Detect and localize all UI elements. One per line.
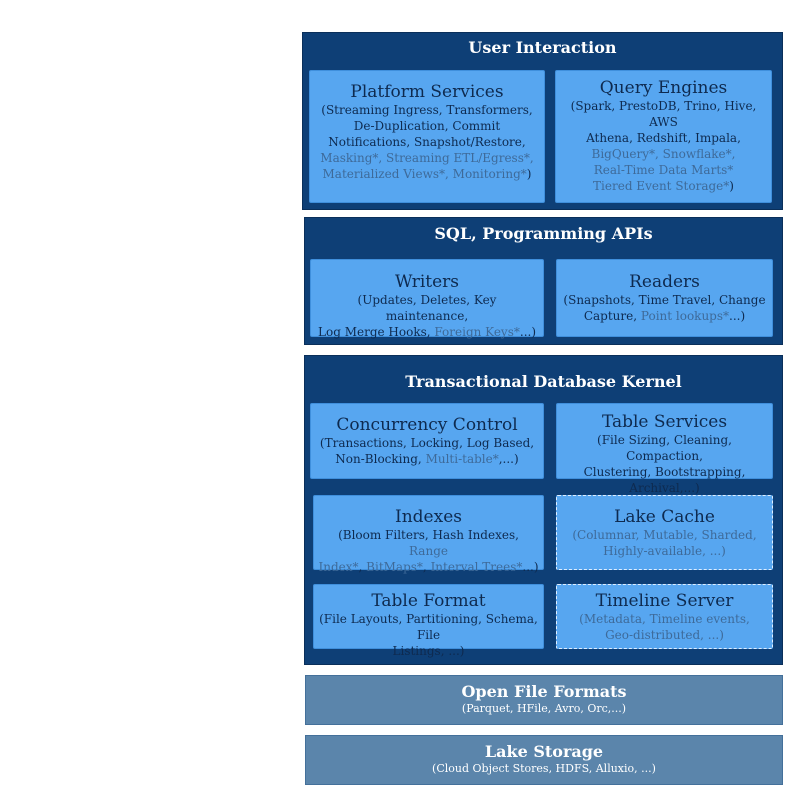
platform-services-desc-3: Notifications, Snapshot/Restore, bbox=[328, 135, 526, 149]
readers-title: Readers bbox=[629, 272, 700, 292]
user-interaction-title: User Interaction bbox=[468, 38, 617, 57]
platform-services-planned-2: Materialized Views*, Monitoring* bbox=[322, 167, 527, 181]
indexes-sep-1: , bbox=[358, 560, 367, 574]
platform-services-desc-2: De-Duplication, Commit bbox=[353, 119, 501, 133]
readers-desc-1: (Snapshots, Time Travel, Change bbox=[563, 293, 766, 307]
indexes-box: Indexes (Bloom Filters, Hash Indexes, Ra… bbox=[313, 495, 544, 574]
query-engines-box: Query Engines (Spark, PrestoDB, Trino, H… bbox=[555, 70, 772, 203]
open-file-formats-layer: Open File Formats (Parquet, HFile, Avro,… bbox=[305, 675, 783, 725]
sql-apis-title: SQL, Programming APIs bbox=[434, 224, 653, 243]
indexes-close: ...) bbox=[522, 560, 539, 574]
query-engines-desc-2: Athena, Redshift, Impala, bbox=[586, 131, 741, 145]
sql-apis-layer: SQL, Programming APIs Writers (Updates, … bbox=[304, 217, 783, 345]
query-engines-title: Query Engines bbox=[599, 78, 728, 98]
indexes-planned-bitmaps: BitMaps* bbox=[366, 560, 423, 574]
query-engines-planned-3: Tiered Event Storage* bbox=[593, 179, 730, 193]
platform-services-close: ) bbox=[526, 167, 532, 181]
platform-services-box: Platform Services (Streaming Ingress, Tr… bbox=[309, 70, 545, 203]
table-services-desc-3: Archival,...) bbox=[629, 481, 700, 495]
query-engines-planned-2: Real-Time Data Marts* bbox=[593, 163, 734, 177]
concurrency-control-planned: Multi-table* bbox=[425, 452, 499, 466]
query-engines-close: ) bbox=[729, 179, 734, 193]
indexes-planned-interval-trees: Interval Trees* bbox=[430, 560, 523, 574]
user-interaction-layer: User Interaction Platform Services (Stre… bbox=[302, 32, 783, 210]
indexes-planned-index: Index* bbox=[318, 560, 359, 574]
kernel-title: Transactional Database Kernel bbox=[405, 372, 682, 391]
concurrency-control-desc-1: (Transactions, Locking, Log Based, bbox=[319, 436, 535, 450]
table-format-box: Table Format (File Layouts, Partitioning… bbox=[313, 584, 544, 658]
indexes-desc-1: (Bloom Filters, Hash Indexes, bbox=[338, 528, 519, 542]
table-format-title: Table Format bbox=[371, 591, 486, 611]
table-services-desc-2: Clustering, Bootstrapping, bbox=[583, 465, 746, 479]
table-format-desc-1: (File Layouts, Partitioning, Schema, Fil… bbox=[319, 612, 538, 642]
concurrency-control-desc-2: Non-Blocking, bbox=[335, 452, 426, 466]
table-services-title: Table Services bbox=[601, 412, 728, 432]
lake-storage-desc: (Cloud Object Stores, HDFS, Alluxio, ...… bbox=[432, 762, 656, 775]
timeline-server-desc-2: Geo-distributed, ...) bbox=[605, 628, 724, 642]
lake-cache-box: Lake Cache (Columnar, Mutable, Sharded, … bbox=[556, 495, 773, 570]
writers-desc-1: (Updates, Deletes, Key maintenance, bbox=[357, 293, 497, 323]
query-engines-desc-1: (Spark, PrestoDB, Trino, Hive, AWS bbox=[570, 99, 757, 129]
query-engines-planned-1: BigQuery*, Snowflake*, bbox=[591, 147, 736, 161]
table-services-box: Table Services (File Sizing, Cleaning, C… bbox=[556, 403, 773, 495]
indexes-sep-2: , bbox=[422, 560, 431, 574]
readers-close: ...) bbox=[729, 309, 746, 323]
concurrency-control-close: ,...) bbox=[498, 452, 519, 466]
indexes-title: Indexes bbox=[395, 507, 462, 527]
kernel-layer: Transactional Database Kernel Concurrenc… bbox=[304, 355, 783, 665]
open-file-formats-desc: (Parquet, HFile, Avro, Orc,...) bbox=[461, 702, 627, 715]
concurrency-control-box: Concurrency Control (Transactions, Locki… bbox=[310, 403, 544, 479]
lake-cache-desc-1: (Columnar, Mutable, Sharded, bbox=[572, 528, 757, 542]
platform-services-planned-1: Masking*, Streaming ETL/Egress*, bbox=[320, 151, 534, 165]
writers-title: Writers bbox=[394, 272, 459, 292]
lake-cache-desc-2: Highly-available, ...) bbox=[603, 544, 726, 558]
readers-box: Readers (Snapshots, Time Travel, Change … bbox=[556, 259, 773, 337]
readers-desc-2: Capture, bbox=[583, 309, 641, 323]
table-services-desc-1: (File Sizing, Cleaning, Compaction, bbox=[597, 433, 732, 463]
table-format-desc-2: Listings, ...) bbox=[392, 644, 465, 658]
lake-cache-title: Lake Cache bbox=[614, 507, 715, 527]
lake-storage-title: Lake Storage bbox=[484, 742, 604, 761]
concurrency-control-title: Concurrency Control bbox=[336, 415, 518, 435]
open-file-formats-title: Open File Formats bbox=[461, 682, 627, 701]
writers-box: Writers (Updates, Deletes, Key maintenan… bbox=[310, 259, 544, 339]
writers-planned: Foreign Keys* bbox=[434, 325, 520, 339]
timeline-server-title: Timeline Server bbox=[595, 591, 734, 611]
timeline-server-desc-1: (Metadata, Timeline events, bbox=[579, 612, 750, 626]
timeline-server-box: Timeline Server (Metadata, Timeline even… bbox=[556, 584, 773, 649]
writers-desc-2: Log Merge Hooks, bbox=[318, 325, 435, 339]
platform-services-desc-1: (Streaming Ingress, Transformers, bbox=[321, 103, 533, 117]
readers-planned: Point lookups* bbox=[640, 309, 730, 323]
lake-storage-layer: Lake Storage (Cloud Object Stores, HDFS,… bbox=[305, 735, 783, 785]
platform-services-title: Platform Services bbox=[350, 82, 504, 102]
writers-close: ...) bbox=[519, 325, 536, 339]
indexes-planned-range: Range bbox=[409, 544, 448, 558]
